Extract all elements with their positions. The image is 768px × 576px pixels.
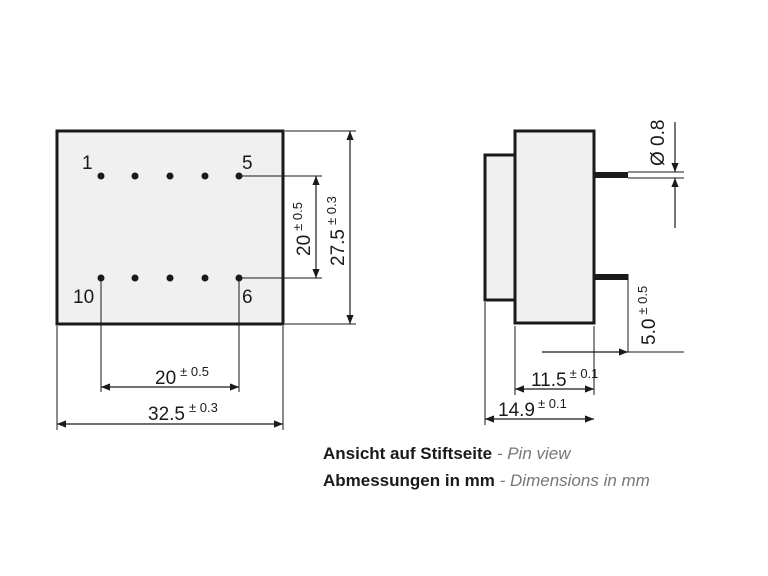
dim-value: 27.5 xyxy=(328,229,349,266)
pin-label-5: 5 xyxy=(242,153,253,174)
dim-tolerance: ± 0.3 xyxy=(324,196,339,225)
pin-dot xyxy=(166,274,174,282)
caption-english: Pin view xyxy=(507,444,571,463)
dim-tolerance: ± 0.1 xyxy=(538,396,567,411)
dim-value: 32.5 xyxy=(148,404,185,425)
transformer-base-side-view xyxy=(483,153,517,302)
pin-dot xyxy=(131,172,139,180)
pin-dot xyxy=(201,274,209,282)
pin-dot xyxy=(131,274,139,282)
dim-pin-spacing-h: 20 ± 0.5 xyxy=(155,364,209,389)
dim-tolerance: ± 0.1 xyxy=(570,366,599,381)
dim-tolerance: ± 0.3 xyxy=(189,400,218,415)
dim-value: 11.5 xyxy=(531,370,567,391)
caption-dimensions: Abmessungen in mm - Dimensions in mm xyxy=(323,471,650,491)
dim-value: 14.9 xyxy=(498,400,535,421)
side-pin-top xyxy=(594,172,628,178)
caption-german: Abmessungen in mm xyxy=(323,471,495,490)
dim-value: 5.0 xyxy=(639,319,660,345)
dim-pin-spacing-v: 20 ± 0.5 xyxy=(290,202,315,256)
caption-english: Dimensions in mm xyxy=(510,471,650,490)
dim-tolerance: ± 0.5 xyxy=(290,202,305,231)
caption-separator: - xyxy=(492,444,508,463)
caption-pin-view: Ansicht auf Stiftseite - Pin view xyxy=(323,444,571,464)
dim-tolerance: ± 0.5 xyxy=(635,286,650,315)
dim-total-depth: 14.9± 0.1 xyxy=(498,396,567,421)
transformer-body-pin-view xyxy=(55,129,285,326)
pin-view: 1 5 10 6 20 ± 0.5 32.5 ± 0.3 20 ± 0.5 27.5 ±… xyxy=(55,129,356,430)
side-view: Ø 0.8 5.0± 0.5 11.5± 0.1 14.9± 0.1 xyxy=(483,120,684,425)
transformer-body-side-view xyxy=(513,129,596,325)
dim-body-depth: 11.5± 0.1 xyxy=(531,366,598,391)
pin-label-10: 10 xyxy=(73,287,94,308)
dim-pin-diameter: Ø 0.8 xyxy=(648,120,669,166)
dim-tolerance: ± 0.5 xyxy=(180,364,209,379)
caption-german: Ansicht auf Stiftseite xyxy=(323,444,493,463)
side-pin-bottom xyxy=(594,274,628,280)
dimension-lines-pin-view xyxy=(57,131,354,428)
dim-pin-length: 5.0 ± 0.5 xyxy=(635,286,660,345)
dimension-lines-side-view xyxy=(485,122,679,423)
extension-lines-pin-view xyxy=(56,130,356,430)
pin-dot xyxy=(97,172,105,180)
pin-label-6: 6 xyxy=(242,287,253,308)
dim-body-width: 32.5 ± 0.3 xyxy=(148,400,218,425)
dim-value: 20 xyxy=(294,235,315,256)
dim-body-height: 27.5 ± 0.3 xyxy=(324,196,349,266)
dim-value: 20 xyxy=(155,368,176,389)
pin-dot xyxy=(201,172,209,180)
pin-dot xyxy=(166,172,174,180)
caption-separator: - xyxy=(494,471,511,490)
pin-label-1: 1 xyxy=(82,153,93,174)
